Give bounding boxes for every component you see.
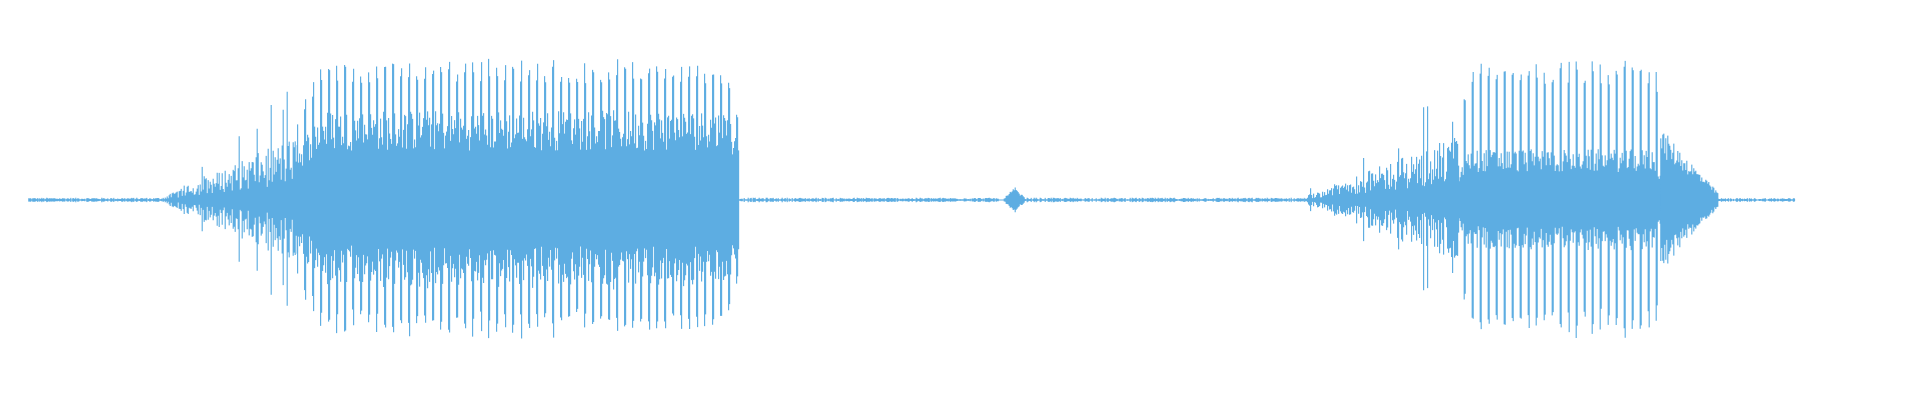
waveform-trace <box>1660 133 1719 264</box>
waveform-segment-ramp-down <box>1660 133 1719 264</box>
waveform-trace <box>1717 198 1795 202</box>
waveform-segment-noise <box>738 197 999 203</box>
waveform-segment-ramp-up <box>1305 106 1460 291</box>
waveform-segment-voiced <box>1458 60 1661 338</box>
waveform-trace <box>1026 197 1306 203</box>
waveform-trace <box>1002 187 1027 213</box>
waveform-trace <box>162 91 298 306</box>
waveform-trace <box>1458 60 1661 338</box>
waveform-trace <box>1305 106 1460 291</box>
waveform-trace <box>28 197 164 203</box>
waveform-segment-noise <box>1026 197 1306 203</box>
waveform-segment-ramp-up <box>162 91 298 306</box>
waveform-segment-noise <box>28 197 164 203</box>
waveform-trace <box>297 58 740 339</box>
waveform-segment-burst <box>1002 187 1027 213</box>
waveform-segment-noise <box>1717 198 1795 202</box>
waveform-segment-voiced <box>297 58 740 339</box>
waveform-trace <box>738 197 999 203</box>
